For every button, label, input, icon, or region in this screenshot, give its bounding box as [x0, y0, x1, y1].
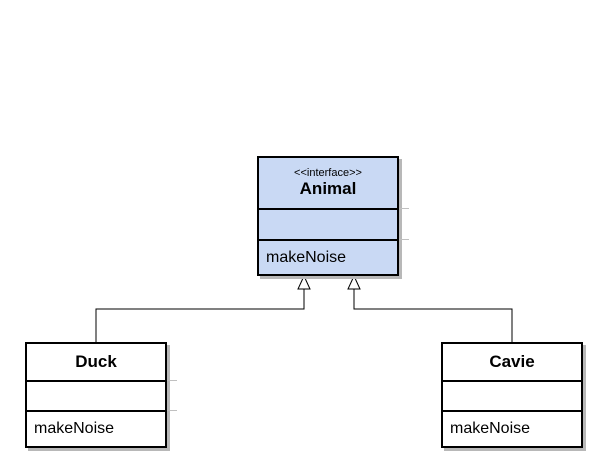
- realization-arrowhead-cavie: [347, 274, 361, 290]
- duck-operation-makenoise: makeNoise: [34, 420, 115, 437]
- cavie-operation-makenoise: makeNoise: [450, 420, 531, 437]
- duck-name: Duck: [75, 352, 117, 371]
- interface-animal[interactable]: <<interface>> Animal makeNoise: [257, 156, 409, 276]
- cavie-attributes: [443, 382, 581, 412]
- duck-operations: makeNoise: [27, 412, 165, 446]
- animal-operations: makeNoise: [259, 241, 397, 274]
- cavie-name: Cavie: [489, 352, 535, 371]
- duck-attributes: [27, 382, 177, 412]
- animal-attributes: [259, 210, 409, 241]
- animal-name: Animal: [299, 179, 357, 198]
- realization-line-duck[interactable]: [95, 289, 305, 342]
- animal-stereotype: <<interface>>: [294, 167, 362, 179]
- class-duck[interactable]: Duck makeNoise: [25, 342, 177, 448]
- cavie-header: Cavie: [443, 344, 581, 382]
- duck-header: Duck: [27, 344, 177, 382]
- class-cavie[interactable]: Cavie makeNoise: [441, 342, 583, 448]
- animal-header: <<interface>> Animal: [259, 158, 409, 210]
- cavie-operations: makeNoise: [443, 412, 581, 446]
- animal-operation-makenoise: makeNoise: [266, 248, 347, 266]
- realization-line-cavie[interactable]: [353, 289, 513, 342]
- realization-arrowhead-duck: [297, 274, 311, 290]
